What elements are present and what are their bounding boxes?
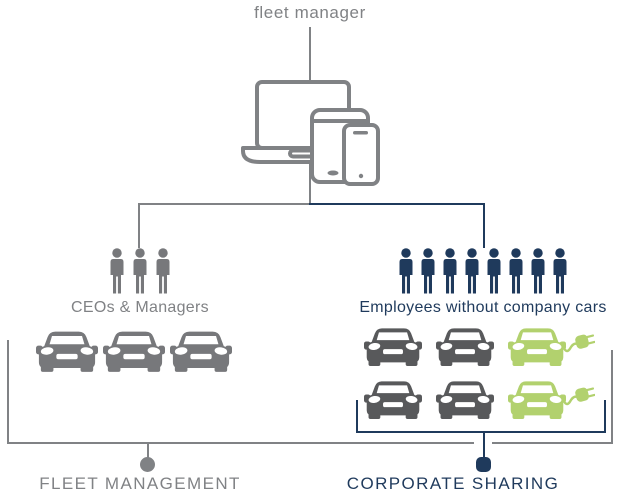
corporate-sharing-label: CORPORATE SHARING xyxy=(346,474,560,493)
person-icon xyxy=(553,248,567,294)
ceos-managers-people-group xyxy=(107,248,173,294)
person-icon xyxy=(443,248,457,294)
sharing-bracket-right xyxy=(604,400,606,433)
fleet-management-label: FLEET MANAGEMENT xyxy=(39,474,241,493)
car-icon xyxy=(170,331,232,372)
car-icon xyxy=(36,331,98,372)
car-icon xyxy=(436,328,494,366)
connector-drop-left xyxy=(138,203,140,248)
car-icon xyxy=(436,326,494,366)
person-icon xyxy=(487,248,501,294)
fleet-bracket-bottom-1 xyxy=(7,442,474,444)
car-icon xyxy=(436,381,494,419)
person-icon xyxy=(465,248,479,294)
person-icon xyxy=(421,248,435,294)
sharing-dot-stem xyxy=(483,433,485,458)
connector-drop-right xyxy=(483,203,485,248)
employees-people-group xyxy=(396,248,570,294)
person-icon xyxy=(133,248,147,294)
corporate-sharing-dot xyxy=(476,457,491,472)
fleet-bracket-left xyxy=(7,340,9,444)
laptop-tablet-phone-icon xyxy=(241,80,380,186)
corporate-sharing-cars-row-1 xyxy=(364,326,595,366)
car-icon xyxy=(508,381,566,419)
fleet-management-dot xyxy=(140,457,155,472)
fleet-bracket-bottom-2 xyxy=(492,442,613,444)
fleet-dot-stem xyxy=(147,444,149,458)
fleet-management-cars xyxy=(36,329,232,372)
sharing-bracket-left xyxy=(356,400,358,433)
corporate-sharing-cars-row-2 xyxy=(364,379,595,419)
ceos-managers-label: CEOs & Managers xyxy=(71,299,209,316)
fleet-manager-label: fleet manager xyxy=(254,3,366,22)
car-icon xyxy=(508,379,595,419)
person-icon xyxy=(531,248,545,294)
person-icon xyxy=(110,248,124,294)
car-icon xyxy=(508,326,595,366)
car-icon xyxy=(36,329,98,372)
employees-label: Employees without company cars xyxy=(359,299,607,316)
fleet-bracket-right xyxy=(611,350,613,444)
connector-branch-right xyxy=(309,203,485,205)
plug-icon xyxy=(563,331,595,353)
car-icon xyxy=(103,329,165,372)
connector-branch-left xyxy=(139,203,310,205)
car-icon xyxy=(364,328,422,366)
car-icon xyxy=(508,328,566,366)
person-icon xyxy=(509,248,523,294)
person-icon xyxy=(156,248,170,294)
plug-icon xyxy=(563,384,595,406)
person-icon xyxy=(399,248,413,294)
car-icon xyxy=(436,379,494,419)
car-icon xyxy=(170,329,232,372)
sharing-bracket-bottom xyxy=(356,431,606,433)
car-icon xyxy=(364,381,422,419)
car-icon xyxy=(364,326,422,366)
car-icon xyxy=(103,331,165,372)
car-icon xyxy=(364,379,422,419)
